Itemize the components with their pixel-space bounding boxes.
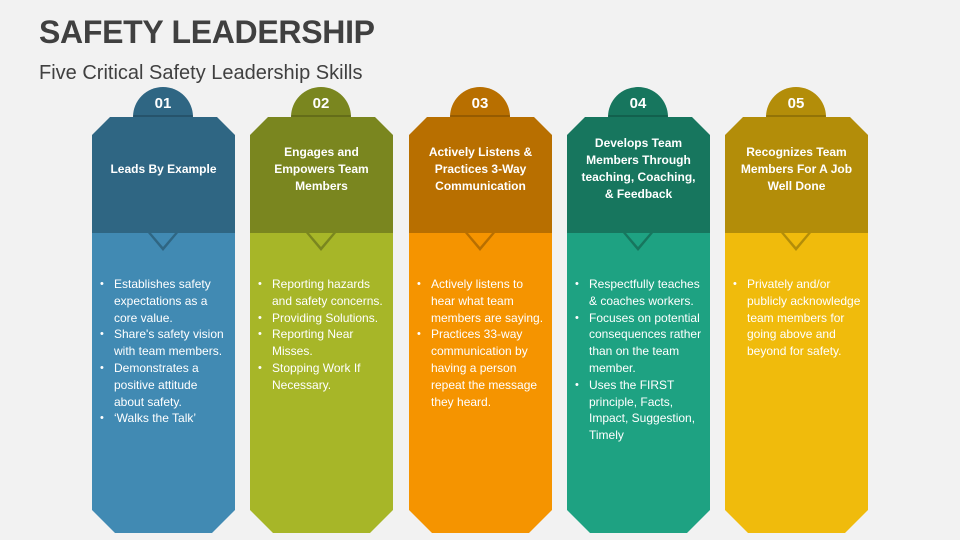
- skill-card-03: 03 Actively Listens & Practices 3-Way Co…: [409, 87, 552, 533]
- bullet-item: Uses the FIRST principle, Facts, Impact,…: [575, 377, 704, 444]
- card-header: Engages and Empowers Team Members: [250, 117, 393, 233]
- card-number-tab: 05: [766, 87, 826, 117]
- card-number-tab: 03: [450, 87, 510, 117]
- bullet-item: Practices 33-way communication by having…: [417, 326, 546, 410]
- card-body: Actively listens to hear what team membe…: [409, 233, 552, 533]
- bullet-item: ‘Walks the Talk’: [100, 410, 229, 427]
- card-heading: Leads By Example: [110, 161, 217, 176]
- bullet-item: Focuses on potential consequences rather…: [575, 310, 704, 377]
- bullet-item: Respectfully teaches & coaches workers.: [575, 276, 704, 310]
- card-body: Reporting hazards and safety concerns.Pr…: [250, 233, 393, 533]
- skill-card-01: 01 Leads By Example Establishes safety e…: [92, 87, 235, 533]
- card-header: Develops Team Members Through teaching, …: [567, 117, 710, 233]
- slide-title: SAFETY LEADERSHIP: [39, 14, 375, 50]
- bullet-item: Reporting hazards and safety concerns.: [258, 276, 387, 310]
- bullet-list: Actively listens to hear what team membe…: [417, 276, 546, 410]
- bullet-list: Privately and/or publicly acknowledge te…: [733, 276, 862, 360]
- bullet-list: Reporting hazards and safety concerns.Pr…: [258, 276, 387, 394]
- card-body: Establishes safety expectations as a cor…: [92, 233, 235, 533]
- card-heading: Recognizes Team Members For A Job Well D…: [740, 144, 853, 193]
- card-heading: Engages and Empowers Team Members: [274, 144, 369, 193]
- skill-card-04: 04 Develops Team Members Through teachin…: [567, 87, 710, 533]
- bullet-item: Demonstrates a positive attitude about s…: [100, 360, 229, 410]
- bullet-list: Respectfully teaches & coaches workers.F…: [575, 276, 704, 444]
- bullet-item: Share's safety vision with team members.: [100, 326, 229, 360]
- slide-subtitle: Five Critical Safety Leadership Skills: [39, 62, 363, 84]
- card-heading: Actively Listens & Practices 3-Way Commu…: [428, 144, 533, 193]
- bullet-item: Providing Solutions.: [258, 310, 387, 327]
- card-heading: Develops Team Members Through teaching, …: [581, 136, 696, 201]
- skill-card-05: 05 Recognizes Team Members For A Job Wel…: [725, 87, 868, 533]
- card-header: Actively Listens & Practices 3-Way Commu…: [409, 117, 552, 233]
- card-body: Respectfully teaches & coaches workers.F…: [567, 233, 710, 533]
- card-body: Privately and/or publicly acknowledge te…: [725, 233, 868, 533]
- bullet-item: Reporting Near Misses.: [258, 326, 387, 360]
- card-header: Recognizes Team Members For A Job Well D…: [725, 117, 868, 233]
- card-number-tab: 02: [291, 87, 351, 117]
- bullet-item: Stopping Work If Necessary.: [258, 360, 387, 394]
- bullet-item: Privately and/or publicly acknowledge te…: [733, 276, 862, 360]
- bullet-item: Establishes safety expectations as a cor…: [100, 276, 229, 326]
- card-number-tab: 01: [133, 87, 193, 117]
- card-number-tab: 04: [608, 87, 668, 117]
- bullet-item: Actively listens to hear what team membe…: [417, 276, 546, 326]
- skill-card-02: 02 Engages and Empowers Team Members Rep…: [250, 87, 393, 533]
- bullet-list: Establishes safety expectations as a cor…: [100, 276, 229, 427]
- card-header: Leads By Example: [92, 117, 235, 233]
